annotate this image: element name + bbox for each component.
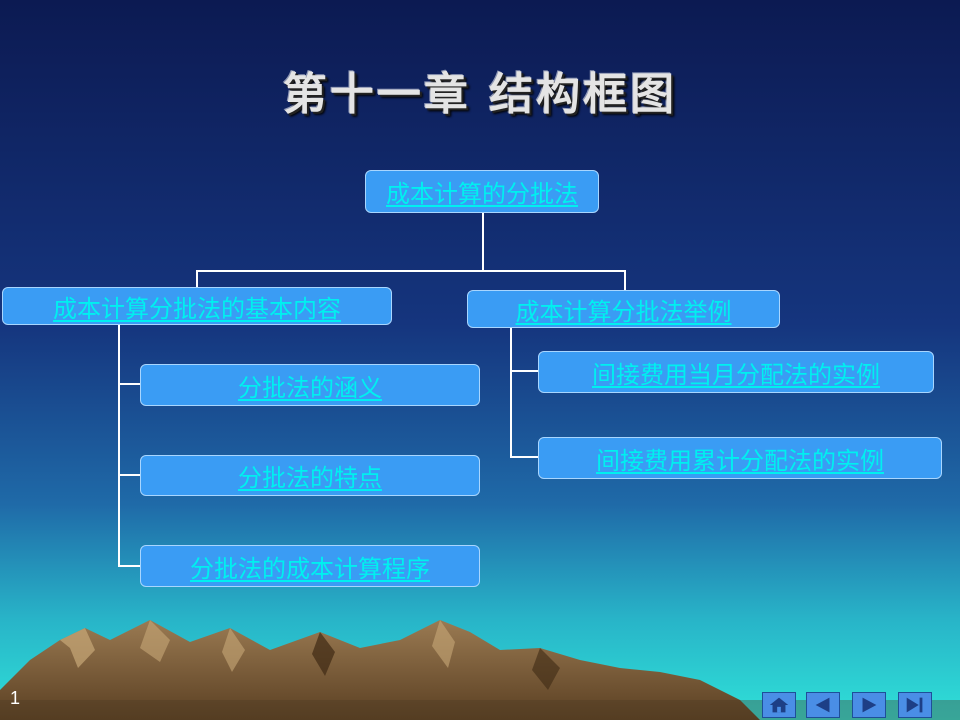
left-branch-node: 成本计算分批法的基本内容 [2, 287, 392, 325]
connector-right-down [624, 270, 626, 290]
right-child-node-1: 间接费用当月分配法的实例 [538, 351, 934, 393]
previous-button[interactable] [806, 692, 840, 718]
left-child-node-3: 分批法的成本计算程序 [140, 545, 480, 587]
right-branch-link[interactable]: 成本计算分批法举例 [515, 297, 732, 326]
connector-left-trunk [118, 325, 120, 567]
mountain-range [0, 620, 960, 720]
connector-right-trunk [510, 328, 512, 458]
home-button[interactable] [762, 692, 796, 718]
home-icon [769, 697, 789, 713]
connector-right-child-2 [510, 456, 538, 458]
connector-left-child-3 [118, 565, 142, 567]
connector-horizontal [196, 270, 626, 272]
next-button[interactable] [852, 692, 886, 718]
last-button[interactable] [898, 692, 932, 718]
right-branch-node: 成本计算分批法举例 [467, 290, 780, 328]
right-child-link-1[interactable]: 间接费用当月分配法的实例 [592, 360, 880, 389]
slide-title: 第十一章 结构框图 [282, 69, 678, 120]
connector-root-down [482, 212, 484, 270]
left-child-link-3[interactable]: 分批法的成本计算程序 [190, 554, 430, 583]
connector-right-child-1 [510, 370, 538, 372]
last-icon [906, 697, 923, 713]
left-child-node-1: 分批法的涵义 [140, 364, 480, 406]
right-child-node-2: 间接费用累计分配法的实例 [538, 437, 942, 479]
connector-left-down [196, 270, 198, 290]
connector-left-child-2 [118, 474, 142, 476]
left-child-node-2: 分批法的特点 [140, 455, 480, 496]
left-branch-link[interactable]: 成本计算分批法的基本内容 [53, 294, 341, 323]
connector-left-child-1 [118, 383, 142, 385]
next-icon [862, 697, 877, 713]
root-node: 成本计算的分批法 [365, 170, 599, 213]
left-child-link-1[interactable]: 分批法的涵义 [238, 373, 382, 402]
left-child-link-2[interactable]: 分批法的特点 [238, 464, 382, 492]
slide-number: 1 [10, 688, 21, 708]
root-node-link[interactable]: 成本计算的分批法 [386, 180, 578, 208]
right-child-link-2[interactable]: 间接费用累计分配法的实例 [596, 446, 884, 475]
previous-icon [815, 697, 830, 713]
